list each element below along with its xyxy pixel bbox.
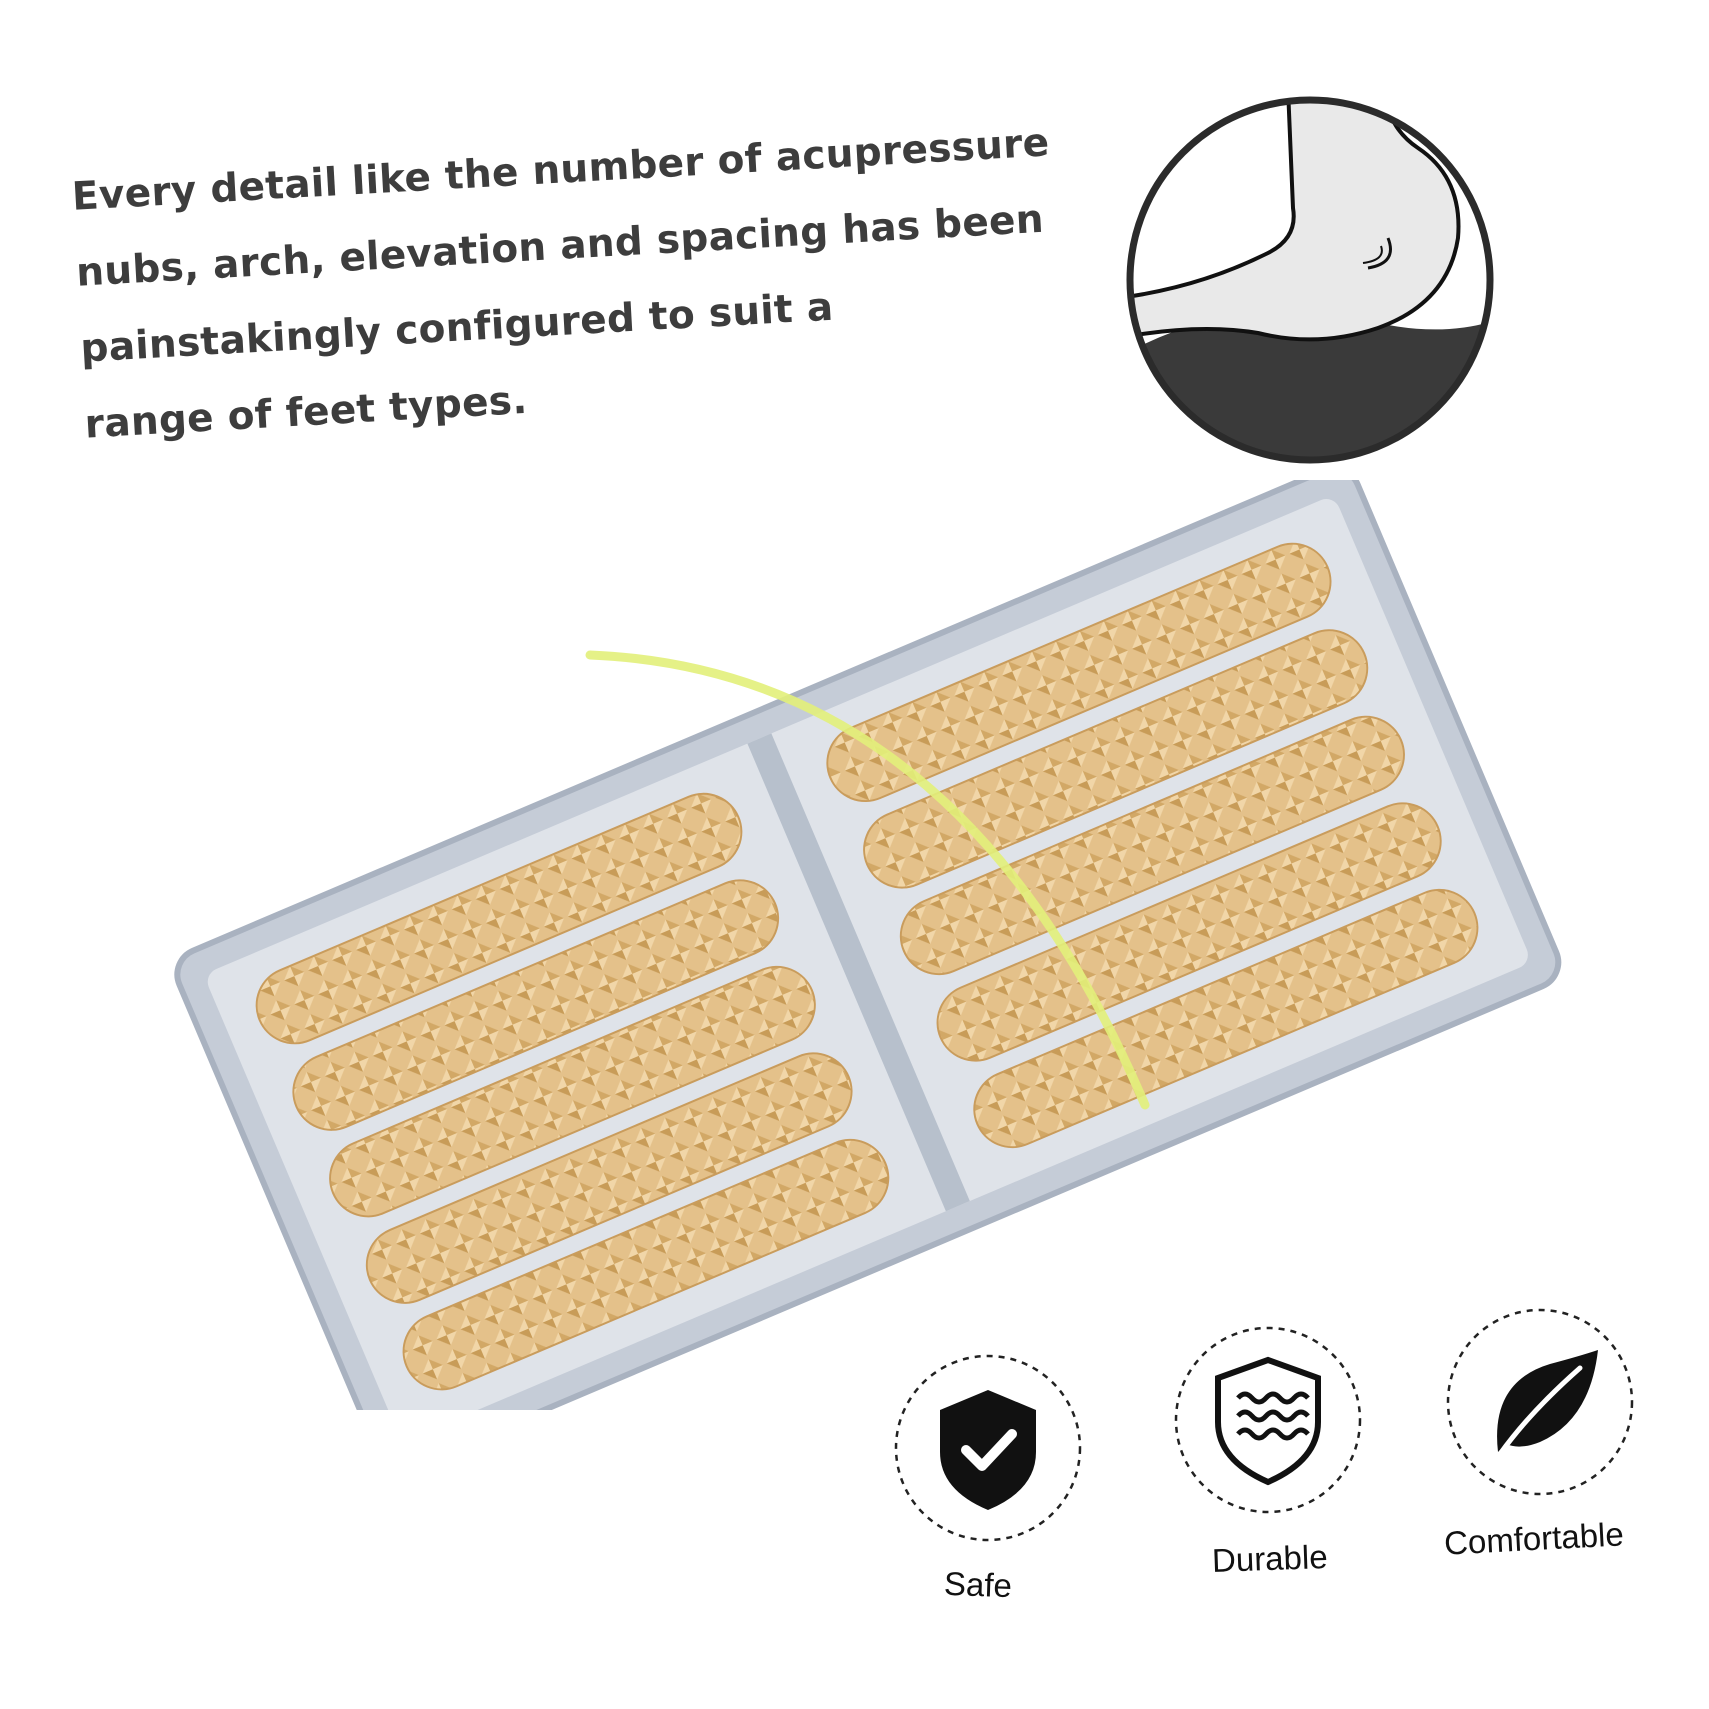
badge-label-comfortable: Comfortable — [1443, 1515, 1625, 1562]
arch-accent-arc — [585, 650, 1150, 1110]
foot-massager-roller-board — [174, 480, 1562, 1410]
shield-check-icon — [940, 1390, 1036, 1510]
badge-safe — [888, 1348, 1088, 1548]
badge-comfortable — [1440, 1302, 1640, 1502]
roller-set-left — [255, 792, 890, 1391]
foot-arch-illustration — [1126, 96, 1494, 464]
leaf-icon — [1497, 1350, 1598, 1457]
shield-waves-icon — [1215, 1356, 1321, 1486]
roller-set-right — [826, 542, 1479, 1149]
badge-durable — [1168, 1320, 1368, 1520]
badge-label-safe: Safe — [943, 1564, 1013, 1605]
badge-label-durable: Durable — [1211, 1537, 1329, 1580]
headline-text: Every detail like the number of acupress… — [70, 103, 1115, 464]
